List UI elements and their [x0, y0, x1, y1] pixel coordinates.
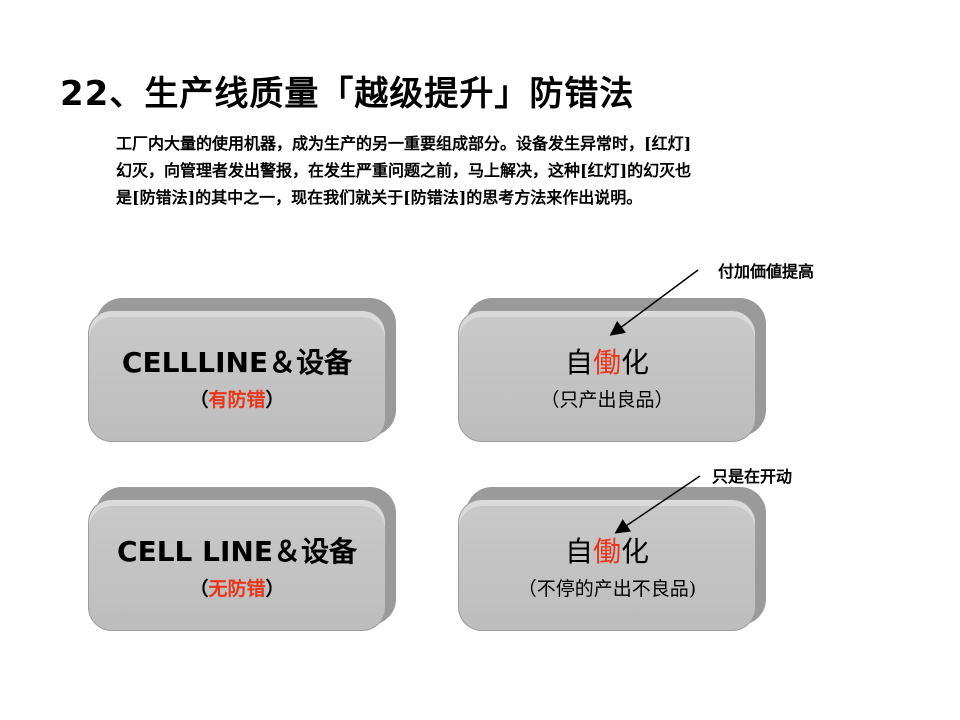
block-sub-label: （只产出良品） [540, 388, 674, 411]
page-title: 22、生产线质量「越级提升」防错法 [60, 74, 635, 114]
description-line: 幻灭，向管理者发出警报，在发生严重问题之前，马上解决，这种[红灯]的幻灭也 [116, 161, 692, 180]
highlight-text: 无防错 [208, 577, 266, 600]
block-main-label: 自働化 [564, 345, 650, 379]
block-main-label: CELL LINE＆设备 [117, 534, 357, 568]
note-value-added: 付加価値提高 [718, 262, 815, 281]
block-main-label: 自働化 [564, 534, 650, 568]
arrow-top [609, 269, 699, 336]
block-sub-label: （无防错） [189, 577, 285, 600]
note-just-running: 只是在开动 [712, 467, 793, 486]
description-line: 是[防错法]的其中之一，现在我们就关于[防错法]的思考方法来作出说明。 [116, 188, 643, 207]
block-cellline-with-poka-yoke: CELLLINE＆设备 （有防错） [88, 298, 398, 443]
highlight-text: 有防错 [208, 388, 266, 411]
block-main-label: CELLLINE＆设备 [121, 345, 353, 379]
arrow-bottom [614, 475, 701, 534]
description: 工厂内大量的使用机器，成为生产的另一重要组成部分。设备发生异常时，[红灯] 幻灭… [116, 130, 896, 211]
block-jidoka-defect: 自働化 （不停的产出不良品) [458, 487, 768, 632]
highlight-text: 働 [592, 345, 621, 379]
block-sub-label: （有防错） [189, 388, 285, 411]
block-sub-label: （不停的产出不良品) [517, 577, 697, 600]
highlight-text: 働 [592, 534, 621, 568]
block-cellline-without-poka-yoke: CELL LINE＆设备 （无防错） [88, 487, 398, 632]
description-line: 工厂内大量的使用机器，成为生产的另一重要组成部分。设备发生异常时，[红灯] [116, 134, 692, 153]
